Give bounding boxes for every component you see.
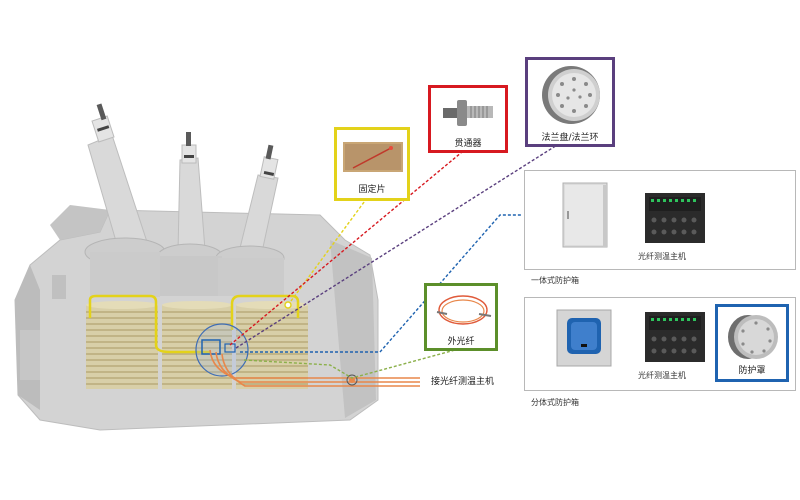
host-device-image	[645, 193, 705, 243]
bushing-right	[239, 144, 279, 253]
coil-left	[86, 301, 158, 389]
coil-middle	[162, 301, 232, 389]
flange-callout: 法兰盘/法兰环	[525, 57, 615, 147]
fixing-piece-image	[343, 142, 403, 172]
split-box-caption: 分体式防护箱	[531, 398, 579, 407]
protective-cover-image	[728, 315, 778, 359]
internal-fiber-yellow	[88, 294, 300, 354]
outer-fiber-image	[436, 295, 492, 325]
orange-fibers	[209, 349, 420, 387]
fixing-piece-label: 固定片	[358, 185, 386, 195]
integrated-box-panel: 光纤测温主机	[524, 170, 796, 270]
split-host-device-image	[645, 312, 705, 362]
feedthrough-callout: 贯通器	[428, 85, 508, 153]
split-cabinet-image	[556, 309, 612, 367]
integrated-host-label: 光纤测温主机	[638, 252, 686, 261]
feedthrough-image	[443, 100, 493, 126]
protective-cover-callout: 防护罩	[715, 304, 789, 382]
integrated-cabinet-image	[562, 182, 608, 248]
fiber-junction	[195, 323, 249, 377]
protective-cover-label: 防护罩	[738, 366, 766, 376]
feedthrough-label: 贯通器	[454, 139, 482, 149]
to-host-label: 接光纤测温主机	[431, 377, 495, 387]
fixing-piece-callout: 固定片	[334, 127, 410, 201]
outer-fiber-callout: 外光纤	[424, 283, 498, 351]
outer-fiber-label: 外光纤	[447, 337, 475, 347]
bushing-middle	[177, 132, 206, 253]
flange-label: 法兰盘/法兰环	[541, 133, 599, 143]
flange-image	[542, 66, 600, 124]
split-host-label: 光纤测温主机	[638, 371, 686, 380]
integrated-box-caption: 一体式防护箱	[531, 276, 579, 285]
split-box-panel: 光纤测温主机 防护罩	[524, 297, 796, 391]
